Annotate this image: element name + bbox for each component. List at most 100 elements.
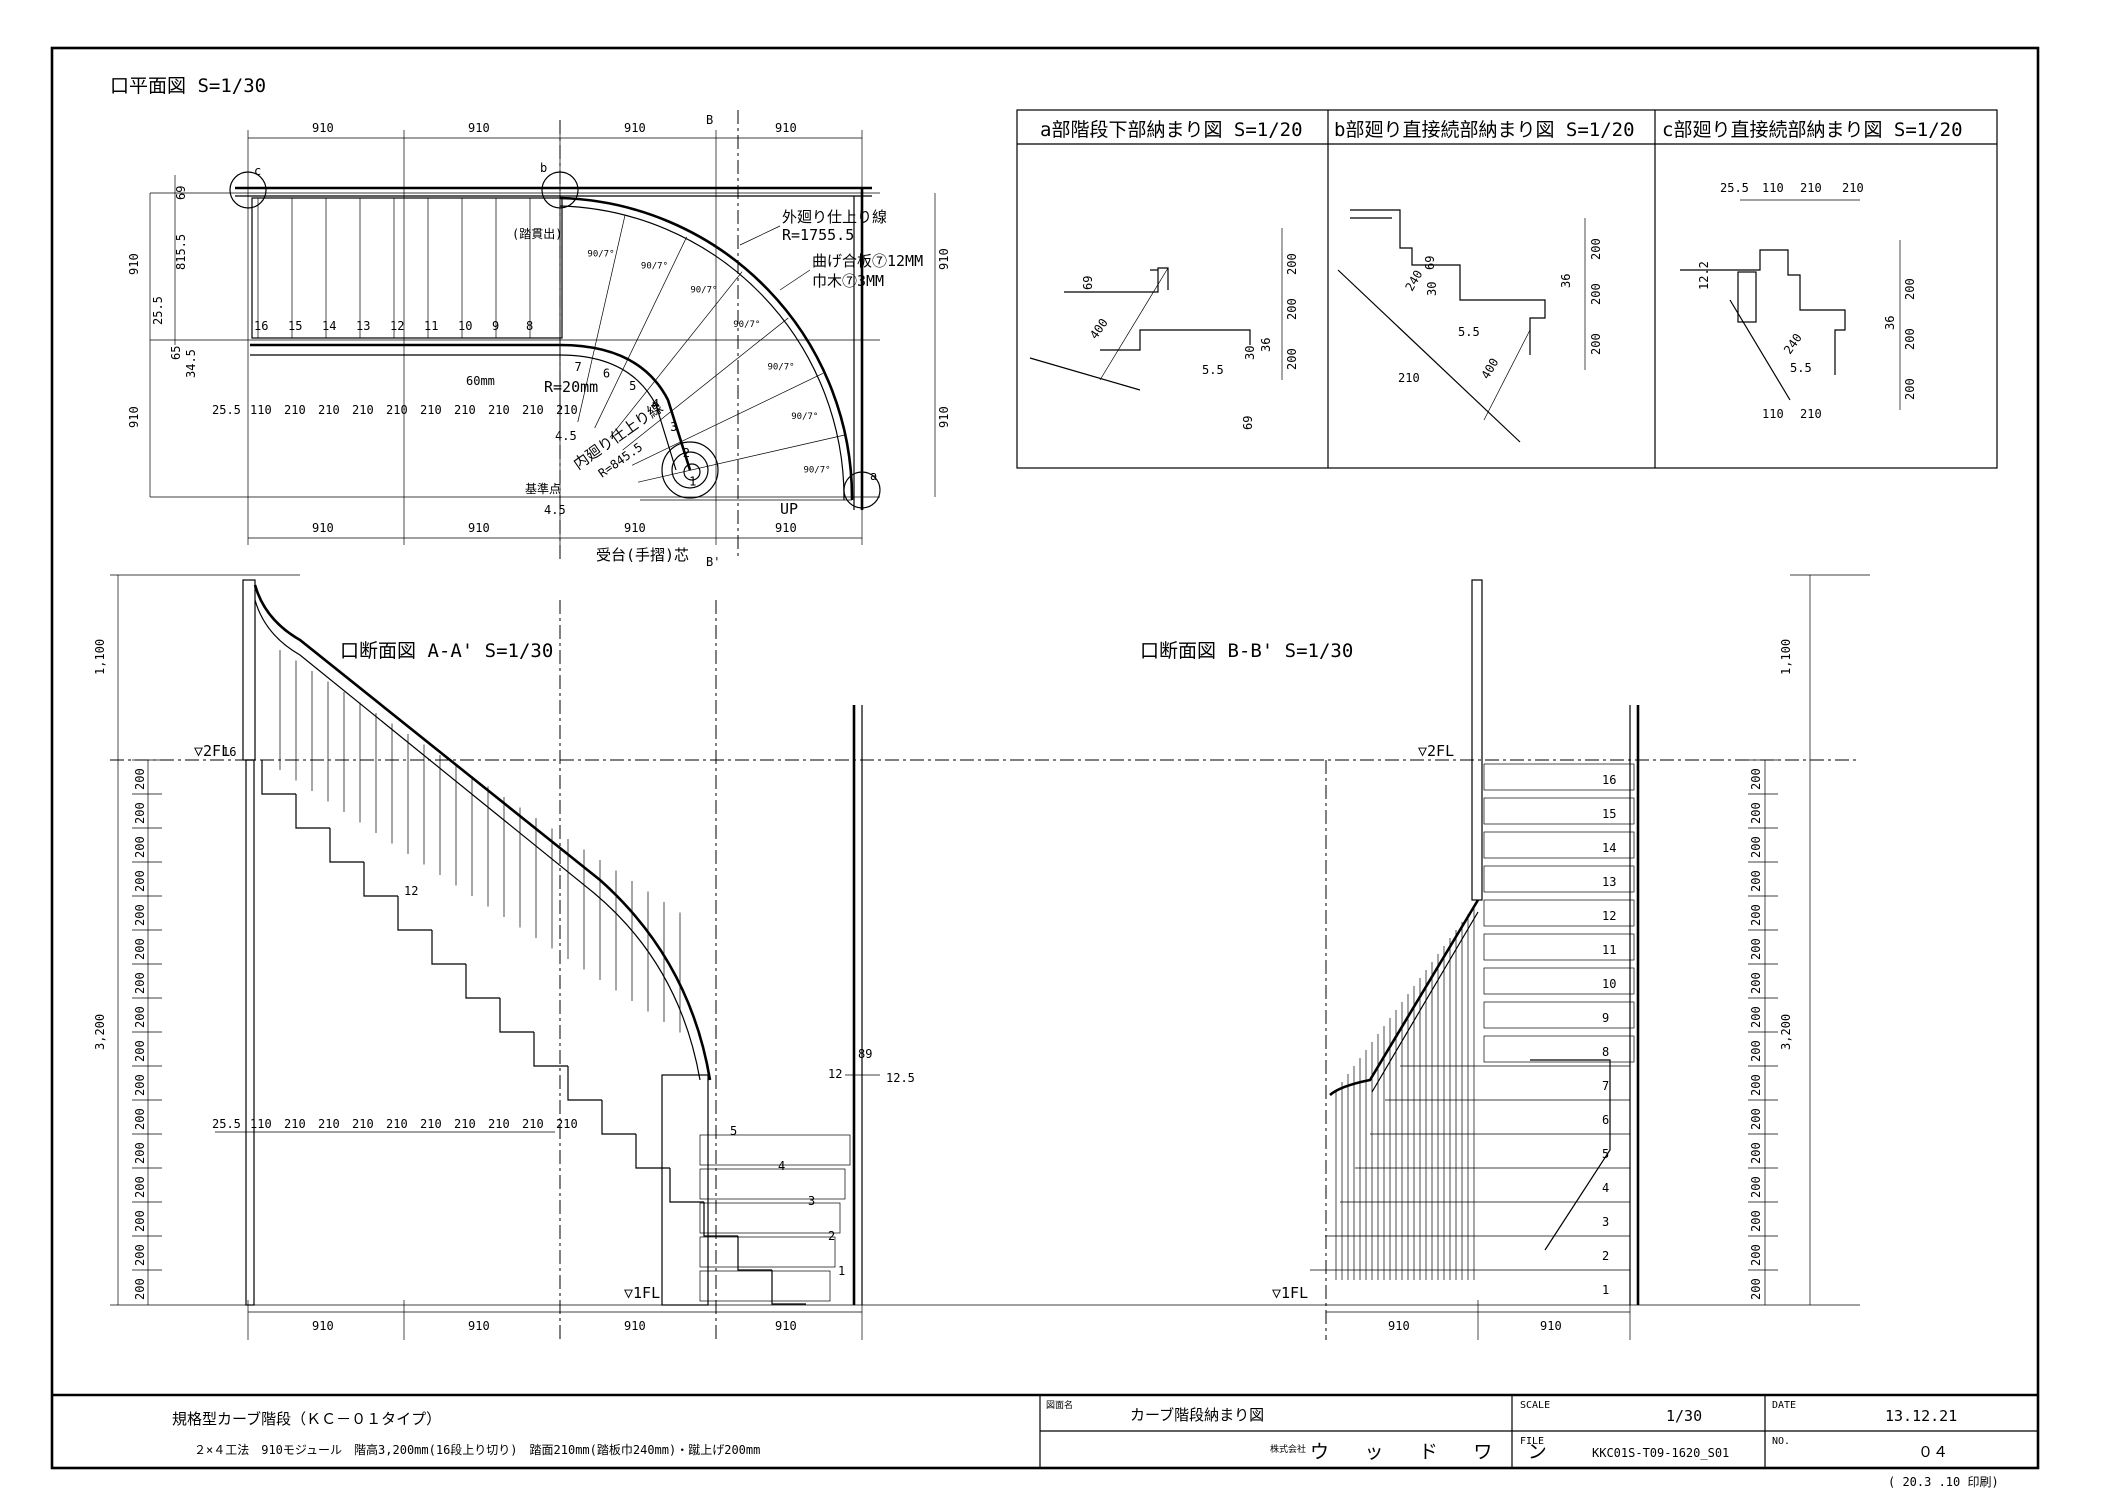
riser-dim: 200 — [133, 870, 147, 892]
riser-dim: 200 — [1749, 1142, 1763, 1164]
plan-dim-815: 815.5 — [174, 234, 188, 270]
riser-dim: 200 — [133, 1040, 147, 1062]
db-55: 5.5 — [1458, 325, 1480, 339]
step-number: 16 — [1602, 773, 1616, 787]
rail-60: 60mm — [466, 374, 495, 388]
step-number: 1 — [1602, 1283, 1609, 1297]
step-number: 9 — [492, 319, 499, 333]
tb-scale-label: SCALE — [1520, 1400, 1550, 1411]
step-number: 10 — [1602, 977, 1616, 991]
detail-panel: a部階段下部納まり図 S=1/20 b部廻り直接続部納まり図 S=1/20 c部… — [1016, 109, 1998, 469]
section-bb: 口断面図 B-B' S=1/30 1,100 3,200 20020020020… — [1140, 574, 1870, 1340]
section-aa: 口断面図 A-A' S=1/30 1,100 3,200 20020020020… — [93, 574, 1860, 1340]
step-number: 12 — [1602, 909, 1616, 923]
detail-a-title: a部階段下部納まり図 S=1/20 — [1040, 119, 1303, 141]
step-number: 11 — [424, 319, 438, 333]
tread-dim: 210 — [386, 1117, 408, 1131]
riser-dim: 200 — [1749, 972, 1763, 994]
label-b: B — [706, 113, 713, 127]
step-number: 9 — [1602, 1011, 1609, 1025]
tread-dim: 210 — [454, 1117, 476, 1131]
db-69: 69 — [1423, 256, 1437, 270]
da-200a: 200 — [1285, 253, 1299, 275]
winder-angle: 90/7° — [733, 320, 760, 330]
step-number: 7 — [1602, 1079, 1609, 1093]
step-number: 3 — [808, 1194, 815, 1208]
plan-dim-910-right1: 910 — [937, 248, 951, 270]
dc-210c: 210 — [1800, 407, 1822, 421]
tb-date: 13.12.21 — [1885, 1407, 1957, 1425]
dim-910: 910 — [775, 521, 797, 535]
h3200-right: 3,200 — [1779, 1014, 1793, 1050]
step-number: 6 — [603, 366, 610, 380]
tb-file-label: FILE — [1520, 1436, 1544, 1447]
step-number: 1 — [838, 1264, 845, 1278]
riser-dim: 200 — [1749, 1074, 1763, 1096]
da-200c: 200 — [1285, 348, 1299, 370]
step-number: 12 — [404, 884, 418, 898]
step-number: 1 — [689, 474, 696, 488]
tread-dim: 210 — [318, 403, 340, 417]
db-210: 210 — [1398, 371, 1420, 385]
step-number: 10 — [458, 319, 472, 333]
tread-dim: 210 — [386, 403, 408, 417]
fl1-left: ▽1FL — [624, 1284, 660, 1302]
dc-240: 240 — [1781, 331, 1805, 357]
riser-dim: 200 — [1749, 768, 1763, 790]
step-number: 7 — [575, 360, 582, 374]
step-number: 4 — [652, 397, 659, 411]
dim-910: 910 — [1388, 1319, 1410, 1333]
plan-title: 口平面図 S=1/30 — [110, 75, 266, 97]
step-number: 8 — [1602, 1045, 1609, 1059]
riser-dim: 200 — [1749, 904, 1763, 926]
riser-dim: 200 — [1749, 802, 1763, 824]
dim-910: 910 — [624, 521, 646, 535]
da-55: 5.5 — [1202, 363, 1224, 377]
tread-dim: 210 — [522, 403, 544, 417]
nuki: (踏貫出) — [512, 227, 562, 241]
winder-angle: 90/7° — [803, 466, 830, 476]
dc-255: 25.5 — [1720, 181, 1749, 195]
tb-scale: 1/30 — [1666, 1407, 1702, 1425]
step-number: 2 — [828, 1229, 835, 1243]
da-400: 400 — [1087, 316, 1111, 342]
winder-angle: 90/7° — [767, 363, 794, 373]
riser-dim: 200 — [1749, 938, 1763, 960]
h1100-left: 1,100 — [93, 639, 107, 675]
dim-910: 910 — [624, 121, 646, 135]
riser-dim: 200 — [133, 1108, 147, 1130]
riser-dim: 200 — [133, 1176, 147, 1198]
tb-no-label: NO. — [1772, 1436, 1790, 1447]
step-number: 5 — [730, 1124, 737, 1138]
tread-dim: 210 — [556, 1117, 578, 1131]
riser-dim: 200 — [1749, 870, 1763, 892]
dim-910: 910 — [775, 1319, 797, 1333]
tb-file: KKC01S-T09-1620_S01 — [1592, 1446, 1729, 1460]
dc-200a: 200 — [1903, 278, 1917, 300]
db-30: 30 — [1425, 282, 1439, 296]
winder-angle: 90/7° — [587, 250, 614, 260]
plan-dim-65: 65 — [169, 346, 183, 360]
outer-r: R=1755.5 — [782, 226, 854, 244]
tread-dim: 210 — [420, 403, 442, 417]
mark-b: b — [540, 161, 547, 175]
fl2-right: ▽2FL — [1418, 742, 1454, 760]
step-number: 12 — [390, 319, 404, 333]
d89: 89 — [858, 1047, 872, 1061]
tread-dim: 210 — [488, 1117, 510, 1131]
riser-dim: 200 — [1749, 1210, 1763, 1232]
riser-dim: 200 — [133, 972, 147, 994]
tb-drawing-name: カーブ階段納まり図 — [1130, 1406, 1264, 1424]
step-number: 5 — [629, 379, 636, 393]
step-number: 6 — [1602, 1113, 1609, 1127]
step-number: 2 — [1602, 1249, 1609, 1263]
plan-dim-910-right2: 910 — [937, 406, 951, 428]
plan-dim-255: 25.5 — [151, 296, 165, 325]
riser-dim: 200 — [133, 1074, 147, 1096]
riser-dim: 200 — [1749, 1278, 1763, 1300]
d125: 12.5 — [886, 1071, 915, 1085]
tread-dim: 25.5 — [212, 1117, 241, 1131]
riser-dim: 200 — [1749, 1176, 1763, 1198]
tread-dim: 110 — [250, 1117, 272, 1131]
